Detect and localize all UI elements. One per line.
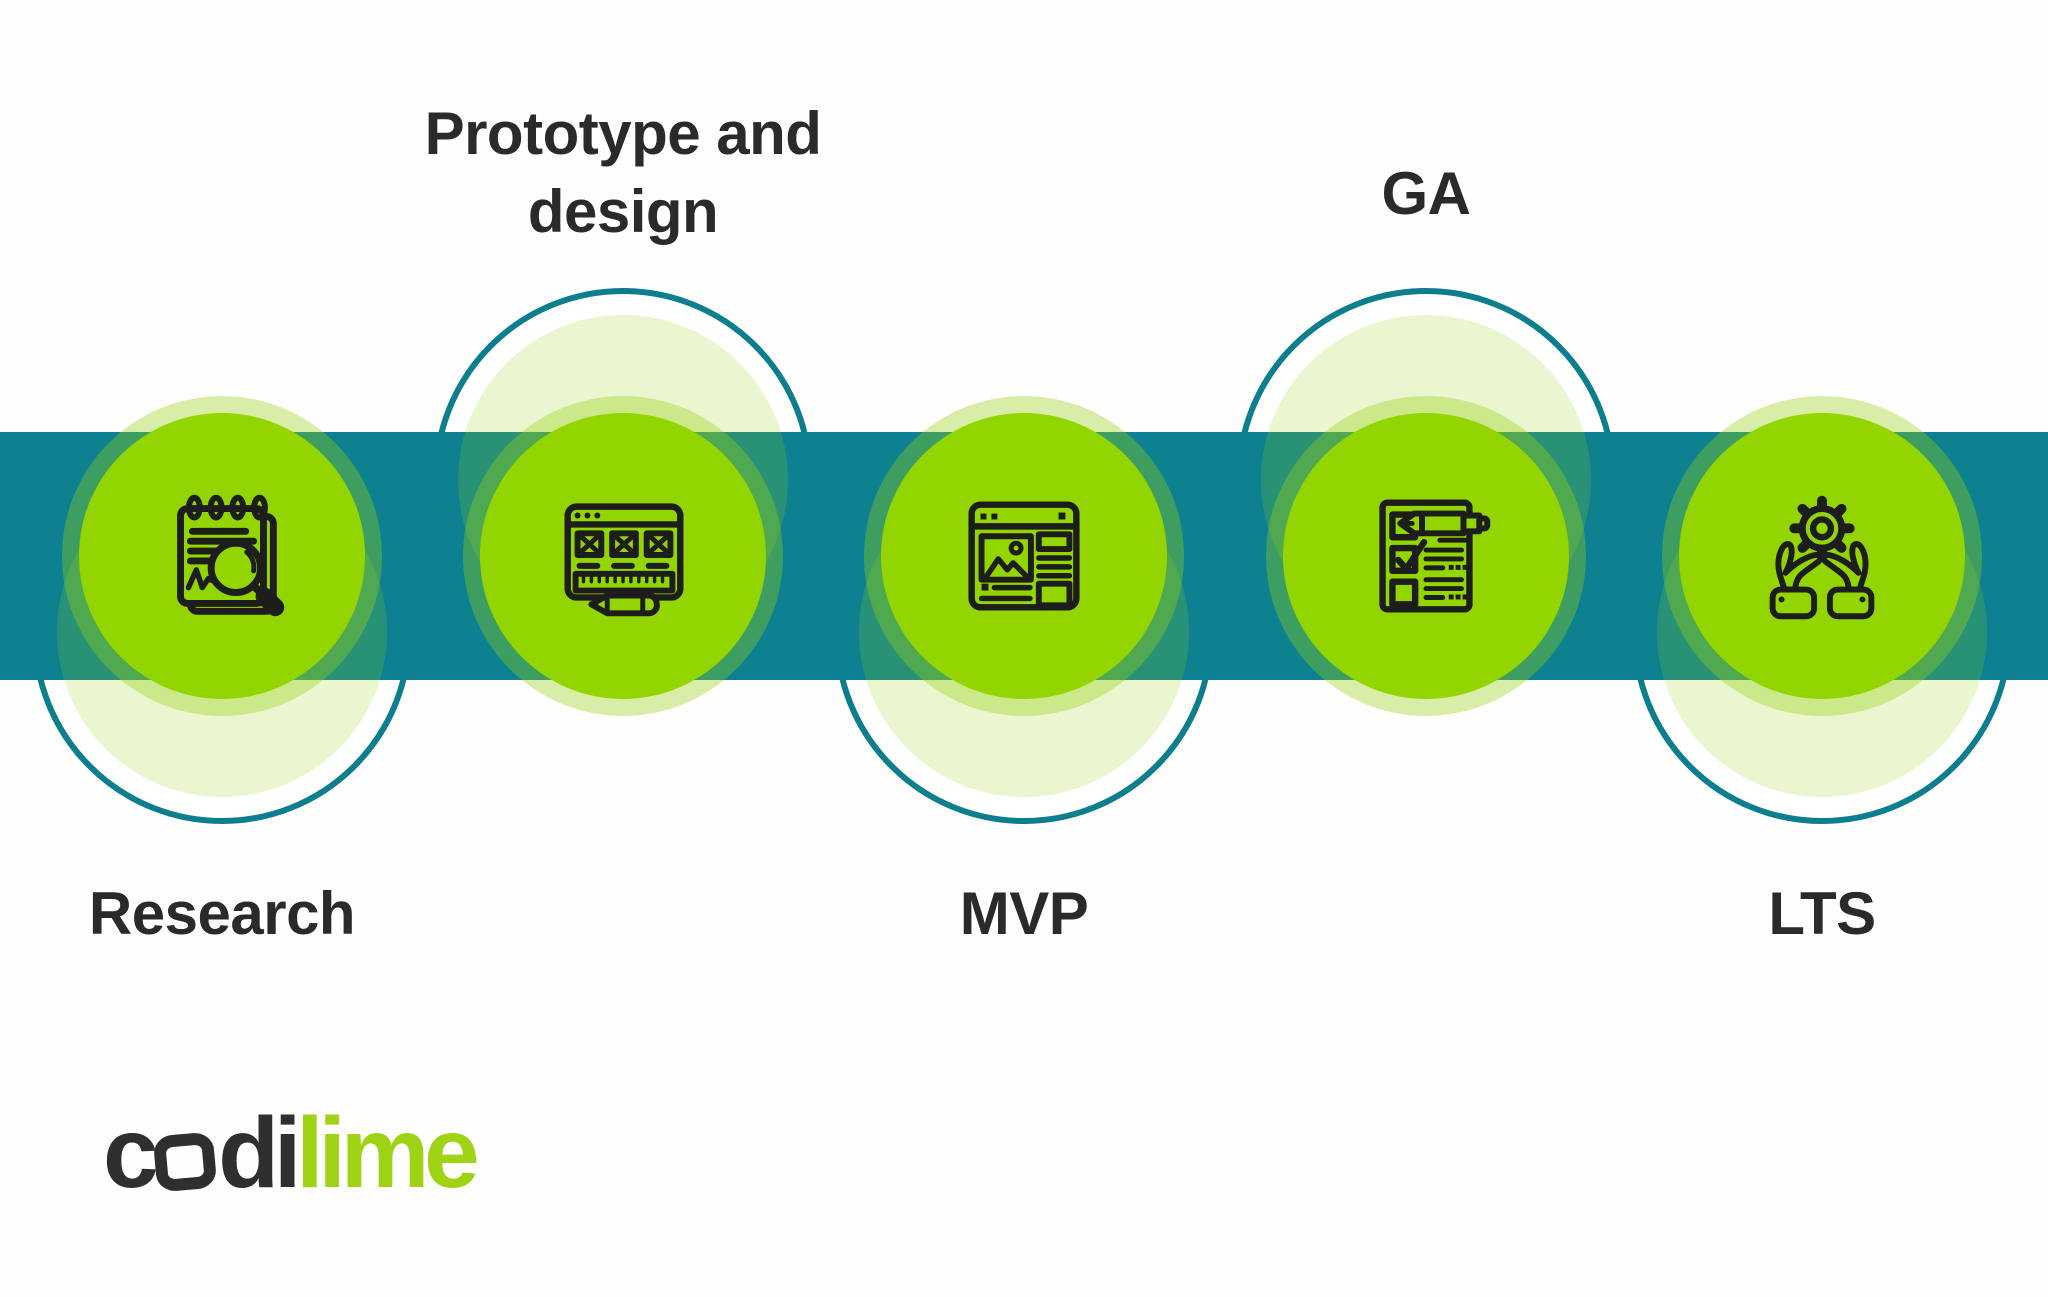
milestone-label-prototype: Prototype and design: [424, 100, 822, 245]
logo-text-dark-di: di: [218, 1097, 301, 1209]
research-icon: [177, 494, 285, 617]
milestone-label-mvp: MVP: [959, 880, 1089, 947]
logo-o-glyph: [152, 1131, 218, 1193]
milestone-label-research: Research: [88, 880, 356, 947]
milestone-circle: [1283, 413, 1569, 699]
lts-icon: [1769, 495, 1875, 620]
ga-icon: [1379, 499, 1491, 613]
logo-text-dark-c: c: [103, 1097, 159, 1209]
logo-text-lime: lime: [296, 1097, 480, 1209]
milestone-label-lts: LTS: [1768, 880, 1876, 947]
milestone-circle: [881, 413, 1167, 699]
milestone-label-ga: GA: [1381, 160, 1472, 227]
prototype-design-icon: [564, 503, 684, 617]
mvp-icon: [968, 501, 1080, 611]
